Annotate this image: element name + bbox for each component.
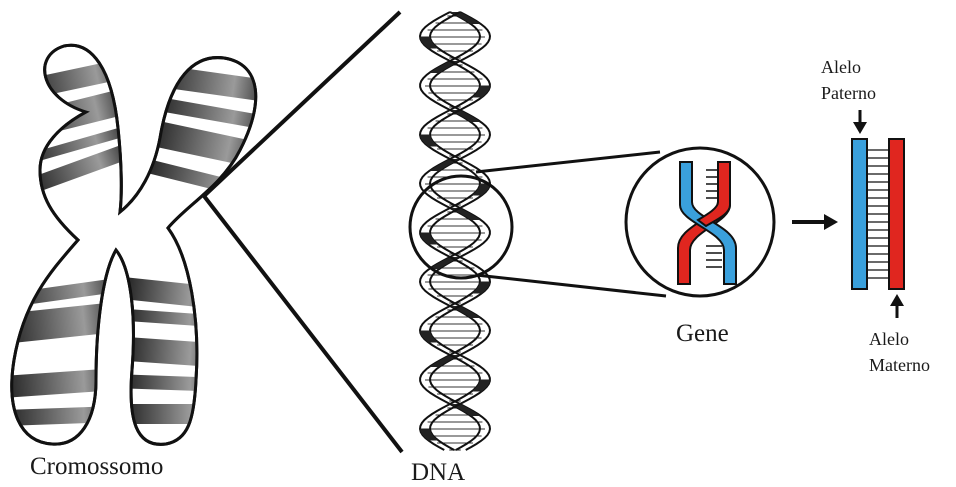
- maternal-allele-label-line1: Alelo: [869, 329, 909, 349]
- chromosome-label: Cromossomo: [30, 453, 164, 480]
- gene-label: Gene: [676, 320, 729, 347]
- zoom-line-bottom: [202, 194, 404, 454]
- dna-helix-icon: [419, 11, 491, 451]
- chromosome-icon: [10, 43, 258, 446]
- paternal-allele-label-line1: Alelo: [821, 57, 861, 77]
- arrow-up-icon: [890, 294, 904, 318]
- dna-zoom-circle: [408, 174, 514, 280]
- zoom-line-top: [202, 10, 402, 198]
- allele-pair-icon: [851, 138, 905, 290]
- gene-zoom-line-bottom: [475, 273, 667, 298]
- gene-zoom-line-top: [475, 150, 661, 174]
- dna-label: DNA: [411, 459, 466, 486]
- gene-icon: [624, 146, 776, 298]
- maternal-allele-label-line2: Materno: [869, 355, 930, 375]
- paternal-allele-label-line2: Paterno: [821, 83, 876, 103]
- arrow-right-icon: [792, 214, 838, 230]
- arrow-down-icon: [853, 110, 867, 134]
